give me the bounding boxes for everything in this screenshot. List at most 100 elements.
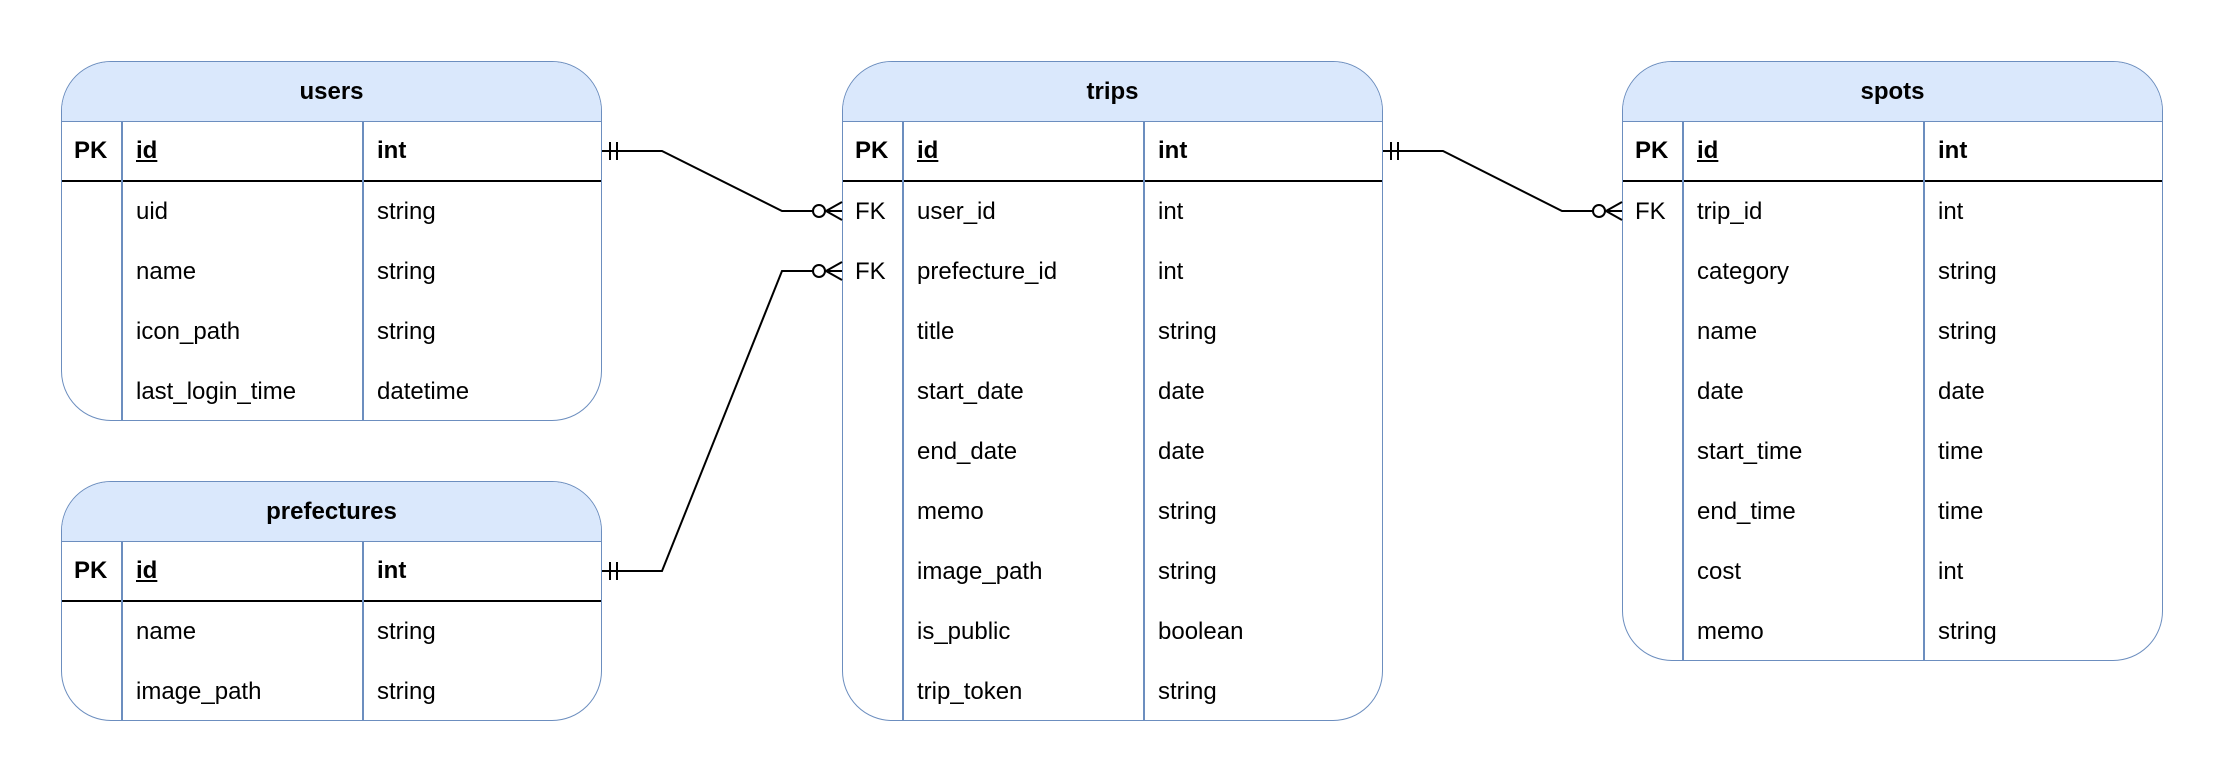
entity-trips[interactable]: trips PK id int FK user_id int FK prefec… <box>842 61 1383 721</box>
column-type: string <box>377 198 436 225</box>
column-name: name <box>136 258 197 285</box>
column-name: cost <box>1697 558 1742 585</box>
key-cell: FK <box>855 258 886 285</box>
relationship-trips-spots[interactable] <box>1383 142 1623 221</box>
column-type: string <box>377 618 436 645</box>
table-row[interactable]: FK trip_id int <box>1623 182 2162 242</box>
column-divider <box>121 542 123 720</box>
column-name: id <box>136 137 158 164</box>
entity-title: trips <box>843 62 1382 122</box>
column-type: boolean <box>1158 618 1244 645</box>
relationship-prefectures-trips[interactable] <box>602 261 843 580</box>
column-name: start_time <box>1697 438 1803 465</box>
table-row[interactable]: date date <box>1623 362 2162 422</box>
column-divider <box>1143 122 1145 720</box>
column-type: string <box>1938 318 1997 345</box>
table-row[interactable]: cost int <box>1623 542 2162 602</box>
column-type: string <box>1938 618 1997 645</box>
column-name: title <box>917 318 955 345</box>
column-name: user_id <box>917 198 996 225</box>
column-name: id <box>136 557 158 584</box>
column-name: start_date <box>917 378 1024 405</box>
table-row[interactable]: image_path string <box>62 662 601 720</box>
column-type: string <box>1158 318 1217 345</box>
table-row[interactable]: image_path string <box>843 542 1382 602</box>
table-row[interactable]: category string <box>1623 242 2162 302</box>
column-name: memo <box>917 498 984 525</box>
key-cell: FK <box>855 198 886 225</box>
table-row[interactable]: name string <box>62 602 601 662</box>
relationship-users-trips[interactable] <box>602 142 843 221</box>
column-name: trip_token <box>917 678 1023 705</box>
column-name: icon_path <box>136 318 241 345</box>
column-type: int <box>1938 558 1964 585</box>
column-name: category <box>1697 258 1790 285</box>
table-row[interactable]: FK prefecture_id int <box>843 242 1382 302</box>
table-row[interactable]: name string <box>1623 302 2162 362</box>
column-divider <box>1682 122 1684 660</box>
table-row[interactable]: icon_path string <box>62 302 601 362</box>
column-name: date <box>1697 378 1744 405</box>
key-cell: PK <box>74 137 108 164</box>
column-name: id <box>917 137 939 164</box>
table-row[interactable]: last_login_time datetime <box>62 362 601 420</box>
column-type: string <box>1938 258 1997 285</box>
table-row[interactable]: PK id int <box>843 122 1382 182</box>
entity-spots[interactable]: spots PK id int FK trip_id int category … <box>1622 61 2163 661</box>
entity-title: spots <box>1623 62 2162 122</box>
table-row[interactable]: PK id int <box>62 122 601 182</box>
column-name: name <box>136 618 197 645</box>
column-divider <box>362 542 364 720</box>
column-name: uid <box>136 198 169 225</box>
entity-title: prefectures <box>62 482 601 542</box>
column-type: int <box>1158 137 1188 164</box>
table-row[interactable]: name string <box>62 242 601 302</box>
column-divider <box>362 122 364 420</box>
entity-users[interactable]: users PK id int uid string name string i… <box>61 61 602 421</box>
column-type: string <box>1158 678 1217 705</box>
table-row[interactable]: end_time time <box>1623 482 2162 542</box>
column-name: name <box>1697 318 1758 345</box>
column-name: memo <box>1697 618 1764 645</box>
table-row[interactable]: trip_token string <box>843 662 1382 720</box>
column-type: string <box>377 258 436 285</box>
table-row[interactable]: end_date date <box>843 422 1382 482</box>
entity-prefectures[interactable]: prefectures PK id int name string image_… <box>61 481 602 721</box>
column-type: string <box>1158 558 1217 585</box>
column-divider <box>1923 122 1925 660</box>
column-type: int <box>1938 198 1964 225</box>
table-row[interactable]: start_time time <box>1623 422 2162 482</box>
column-type: datetime <box>377 378 470 405</box>
table-row[interactable]: PK id int <box>62 542 601 602</box>
column-divider <box>121 122 123 420</box>
key-cell: PK <box>855 137 889 164</box>
key-cell: PK <box>74 557 108 584</box>
table-row[interactable]: is_public boolean <box>843 602 1382 662</box>
table-row[interactable]: uid string <box>62 182 601 242</box>
key-cell: PK <box>1635 137 1669 164</box>
table-row[interactable]: FK user_id int <box>843 182 1382 242</box>
key-cell: FK <box>1635 198 1666 225</box>
column-type: int <box>1158 258 1184 285</box>
column-type: int <box>377 137 407 164</box>
column-name: end_date <box>917 438 1018 465</box>
column-name: last_login_time <box>136 378 297 405</box>
column-type: string <box>377 678 436 705</box>
column-name: prefecture_id <box>917 258 1058 285</box>
column-type: time <box>1938 498 1984 525</box>
table-row[interactable]: title string <box>843 302 1382 362</box>
table-row[interactable]: start_date date <box>843 362 1382 422</box>
column-name: is_public <box>917 618 1011 645</box>
table-row[interactable]: memo string <box>1623 602 2162 660</box>
column-type: int <box>1158 198 1184 225</box>
column-type: int <box>377 557 407 584</box>
table-row[interactable]: memo string <box>843 482 1382 542</box>
column-name: id <box>1697 137 1719 164</box>
column-type: string <box>377 318 436 345</box>
column-name: trip_id <box>1697 198 1763 225</box>
table-row[interactable]: PK id int <box>1623 122 2162 182</box>
column-type: date <box>1938 378 1985 405</box>
column-type: time <box>1938 438 1984 465</box>
column-type: date <box>1158 378 1205 405</box>
